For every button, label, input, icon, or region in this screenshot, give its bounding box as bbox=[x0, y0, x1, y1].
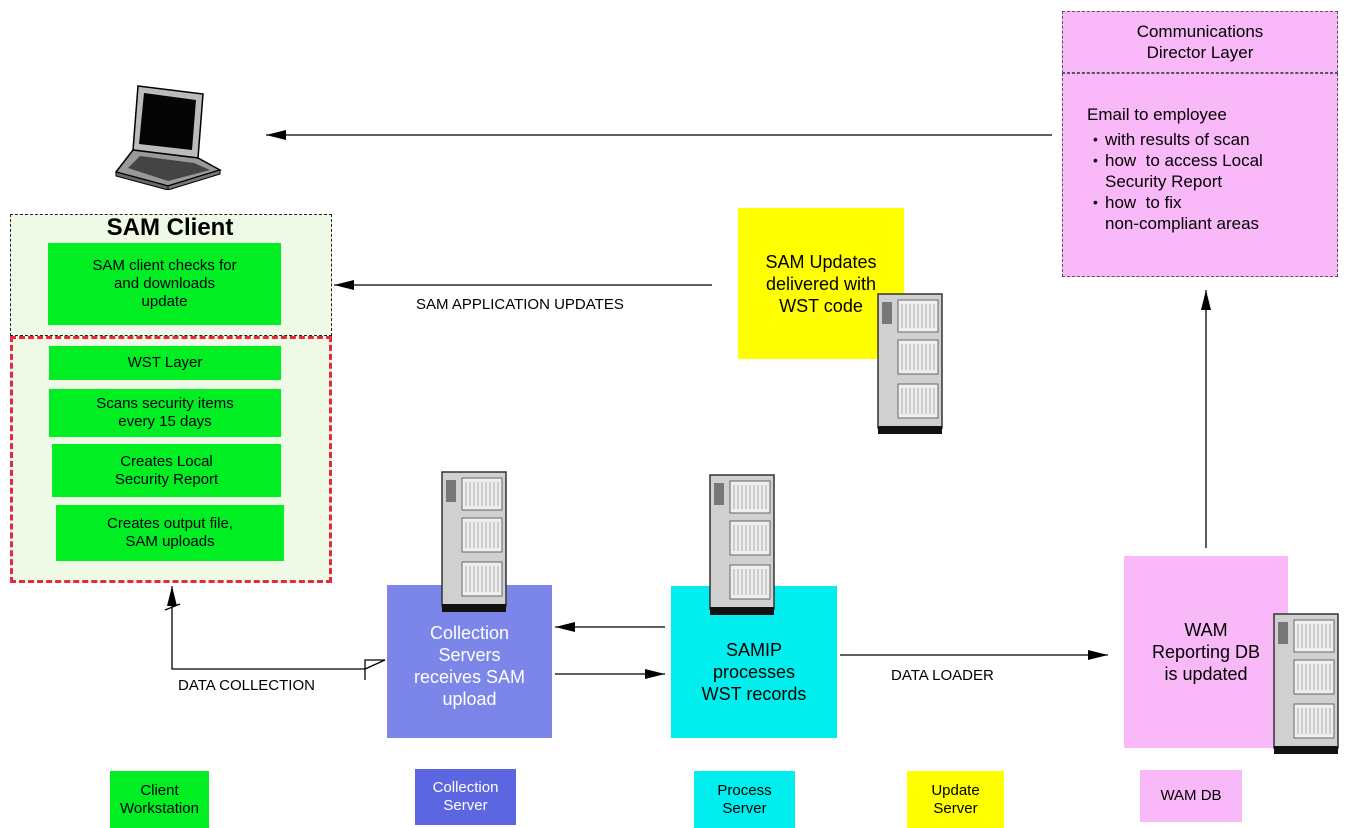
legend-collection: Collection Server bbox=[415, 769, 516, 825]
email-item: how to fix non-compliant areas bbox=[1091, 192, 1337, 234]
sam-client-title: SAM Client bbox=[106, 214, 234, 241]
update-check-text: SAM client checks for and downloads upda… bbox=[92, 257, 237, 310]
laptop-icon bbox=[114, 85, 222, 190]
scan-text: Scans security items every 15 days bbox=[96, 395, 234, 430]
data-collection-line bbox=[171, 610, 365, 670]
comms-email-panel: Email to employee with results of scan h… bbox=[1062, 73, 1338, 277]
legend-process: Process Server bbox=[694, 771, 795, 828]
process-box: SAMIP processes WST records bbox=[671, 586, 837, 738]
collection-box-text: Collection Servers receives SAM upload bbox=[413, 622, 526, 709]
legend-process-text: Process Server bbox=[717, 781, 772, 817]
wam-box-text: WAM Reporting DB is updated bbox=[1151, 620, 1261, 684]
output-box: Creates output file, SAM uploads bbox=[56, 505, 284, 561]
server-tower-icon bbox=[1273, 613, 1339, 754]
legend-wam-text: WAM DB bbox=[1160, 787, 1222, 804]
scan-box: Scans security items every 15 days bbox=[49, 389, 281, 437]
wst-layer-text: WST Layer bbox=[127, 354, 203, 371]
email-item: how to access Local Security Report bbox=[1091, 150, 1337, 192]
server-tower-icon bbox=[709, 474, 775, 615]
process-box-text: SAMIP processes WST records bbox=[701, 640, 807, 704]
legend-update: Update Server bbox=[907, 771, 1004, 828]
legend-wam: WAM DB bbox=[1140, 770, 1242, 822]
report-text: Creates Local Security Report bbox=[114, 452, 219, 488]
comms-director-title: Communications Director Layer bbox=[1136, 22, 1264, 62]
report-box: Creates Local Security Report bbox=[52, 444, 281, 497]
update-box-text: SAM Updates delivered with WST code bbox=[765, 251, 877, 316]
data-loader-label: DATA LOADER bbox=[891, 667, 994, 684]
comms-director-header: Communications Director Layer bbox=[1062, 11, 1338, 73]
legend-client: Client Workstation bbox=[110, 771, 209, 828]
output-text: Creates output file, SAM uploads bbox=[107, 515, 233, 550]
email-intro: Email to employee bbox=[1087, 105, 1227, 124]
server-tower-icon bbox=[877, 293, 943, 434]
app-updates-label: SAM APPLICATION UPDATES bbox=[416, 296, 624, 313]
legend-client-text: Client Workstation bbox=[120, 781, 199, 817]
legend-collection-text: Collection Server bbox=[432, 779, 499, 814]
update-check-box: SAM client checks for and downloads upda… bbox=[48, 243, 281, 325]
server-tower-icon bbox=[441, 471, 507, 612]
data-collection-hook bbox=[364, 659, 386, 680]
update-box: SAM Updates delivered with WST code bbox=[738, 208, 904, 359]
data-collection-label: DATA COLLECTION bbox=[178, 677, 315, 694]
wam-box: WAM Reporting DB is updated bbox=[1124, 556, 1288, 748]
email-list: with results of scan how to access Local… bbox=[1091, 129, 1337, 234]
legend-update-text: Update Server bbox=[931, 781, 980, 817]
wst-layer-box: WST Layer bbox=[49, 346, 281, 380]
email-item: with results of scan bbox=[1091, 129, 1337, 150]
